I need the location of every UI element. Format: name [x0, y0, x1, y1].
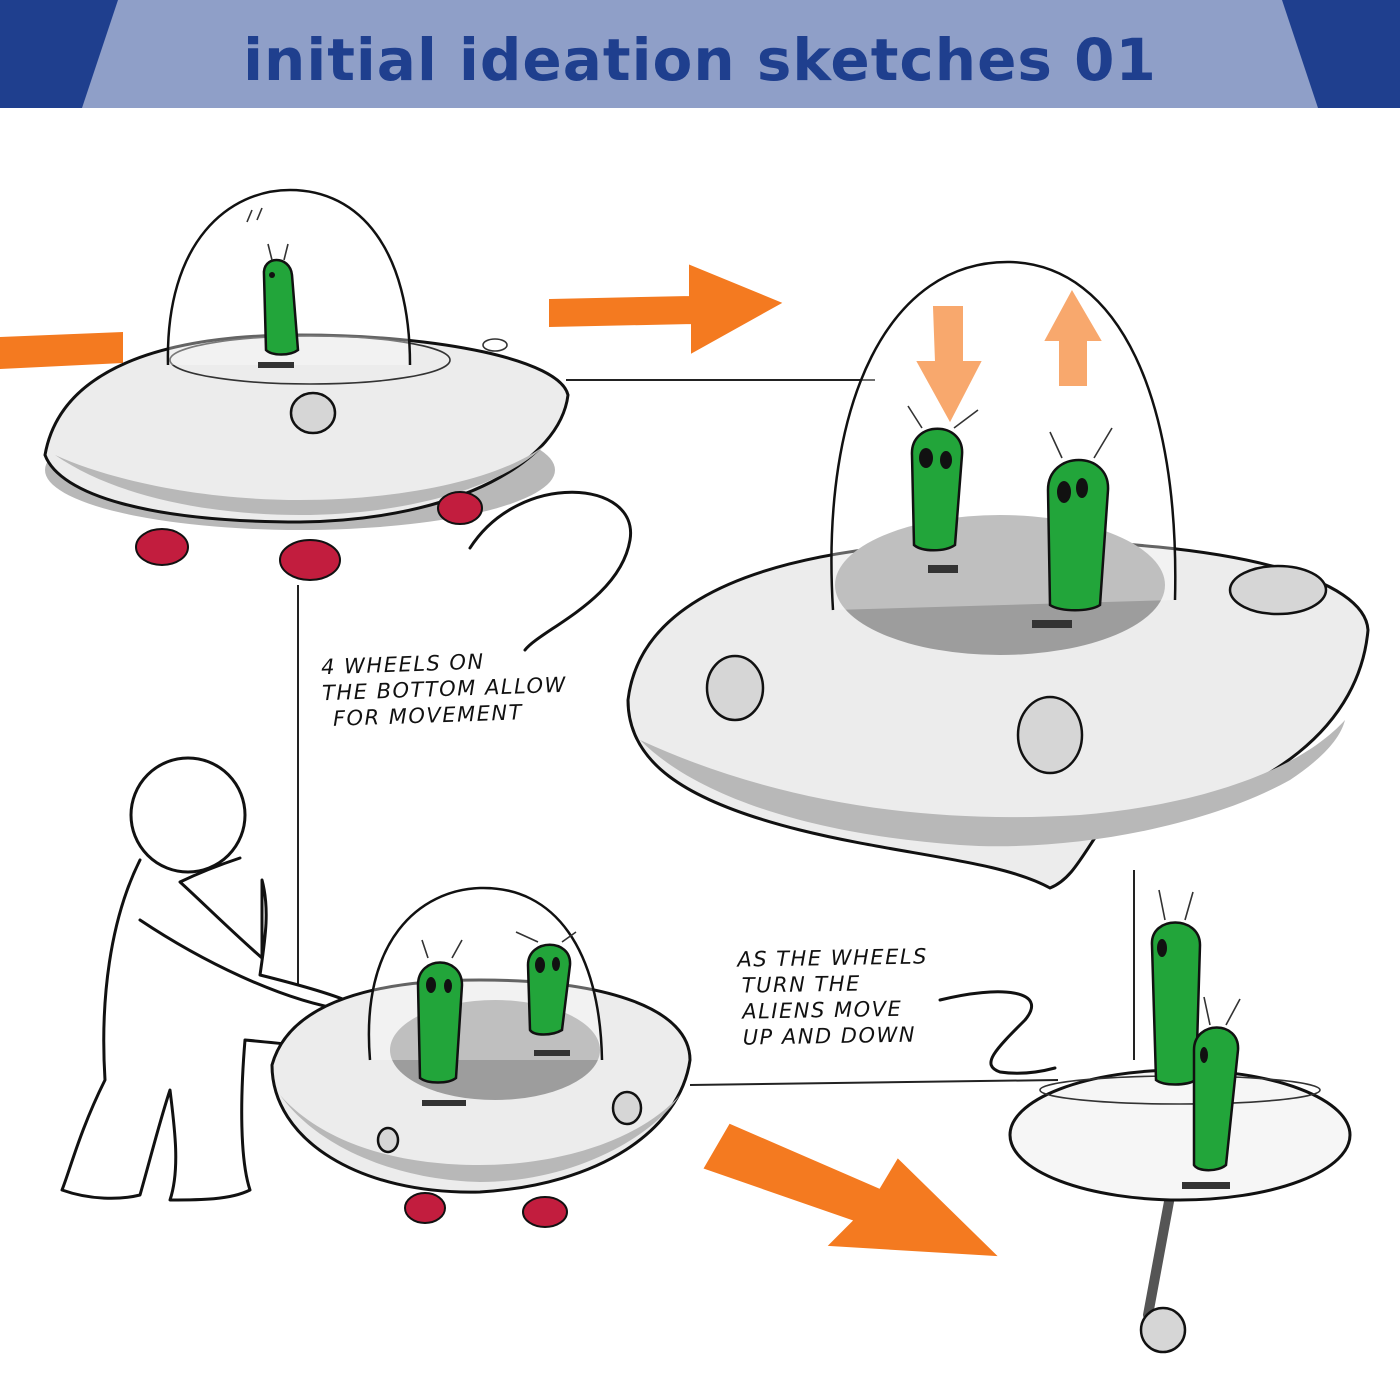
person-head [131, 758, 245, 872]
ufo-3-porthole-left [378, 1128, 398, 1152]
aliens-note-line-3: aliens move [738, 995, 929, 1024]
ufo-3-alien-right-eye-1 [535, 957, 545, 973]
ufo-3-wheel-right [523, 1197, 567, 1227]
ufo-sketch-3 [272, 888, 690, 1227]
ufo-sketch-1 [45, 190, 568, 580]
mechanism-disc [1010, 1070, 1350, 1200]
wheels-annotation: 4 Wheels on the bottom allow for movemen… [321, 646, 568, 732]
ufo-3-porthole-right [613, 1092, 641, 1124]
mechanism-alien-front-eye [1200, 1047, 1208, 1063]
ufo-3-wheel-left [405, 1193, 445, 1223]
ufo-2-alien-left-eye-1 [919, 448, 933, 468]
ufo-2-porthole-center [1018, 697, 1082, 773]
mechanism-alien-stand [1182, 1182, 1230, 1189]
aliens-note-leader [940, 992, 1055, 1073]
mechanism-sketch [1010, 890, 1350, 1352]
ufo-3-alien-left-eye-2 [444, 979, 452, 993]
wheels-note-leader [470, 492, 631, 650]
ufo-1-porthole [291, 393, 335, 433]
ufo-2-alien-right-eye-1 [1057, 481, 1071, 503]
aliens-note-line-2: turn the [738, 969, 929, 998]
ufo-1-alien-stand [258, 362, 294, 368]
ufo-sketch-2 [628, 262, 1368, 888]
aliens-note-line-1: As the wheels [737, 943, 928, 972]
mechanism-alien-back-antennae [1159, 890, 1193, 920]
ufo-1-alien-eye [269, 272, 275, 278]
ufo-3-alien-right-stand [534, 1050, 570, 1056]
ufo-2-alien-left-eye-2 [940, 451, 952, 469]
connector-bottom [690, 1080, 1058, 1085]
ufo-2-alien-left-stand [928, 565, 958, 573]
mechanism-alien-front-antennae [1204, 997, 1240, 1025]
ufo-1-alien [264, 260, 298, 355]
ufo-2-alien-right-eye-2 [1076, 478, 1088, 498]
mechanism-wheel [1141, 1308, 1185, 1352]
arrow-down-right [705, 1125, 995, 1255]
ufo-1-wheel-front [280, 540, 340, 580]
ufo-2-alien-right-stand [1032, 620, 1072, 628]
arrow-right-top [550, 266, 780, 352]
aliens-annotation: As the wheels turn the aliens move up an… [737, 943, 929, 1050]
aliens-note-line-4: up and down [738, 1021, 929, 1050]
ufo-3-alien-left-stand [422, 1100, 466, 1106]
ufo-1-wheel-right [438, 492, 482, 524]
ufo-2-porthole-right [1230, 566, 1326, 614]
ufo-1-wheel-left [136, 529, 188, 565]
ufo-2-dome [831, 262, 1175, 610]
ufo-3-alien-left-eye-1 [426, 977, 436, 993]
ufo-3-alien-right [528, 945, 570, 1035]
arrow-left-stub [0, 333, 122, 368]
ufo-2-alien-left [912, 429, 962, 551]
person-arm-lower [140, 920, 345, 1010]
ufo-3-alien-right-eye-2 [552, 957, 560, 971]
mechanism-alien-back-eye [1157, 939, 1167, 957]
ufo-3-alien-left [418, 963, 462, 1083]
ufo-1-porthole-small [483, 339, 507, 351]
ufo-2-porthole-left [707, 656, 763, 720]
